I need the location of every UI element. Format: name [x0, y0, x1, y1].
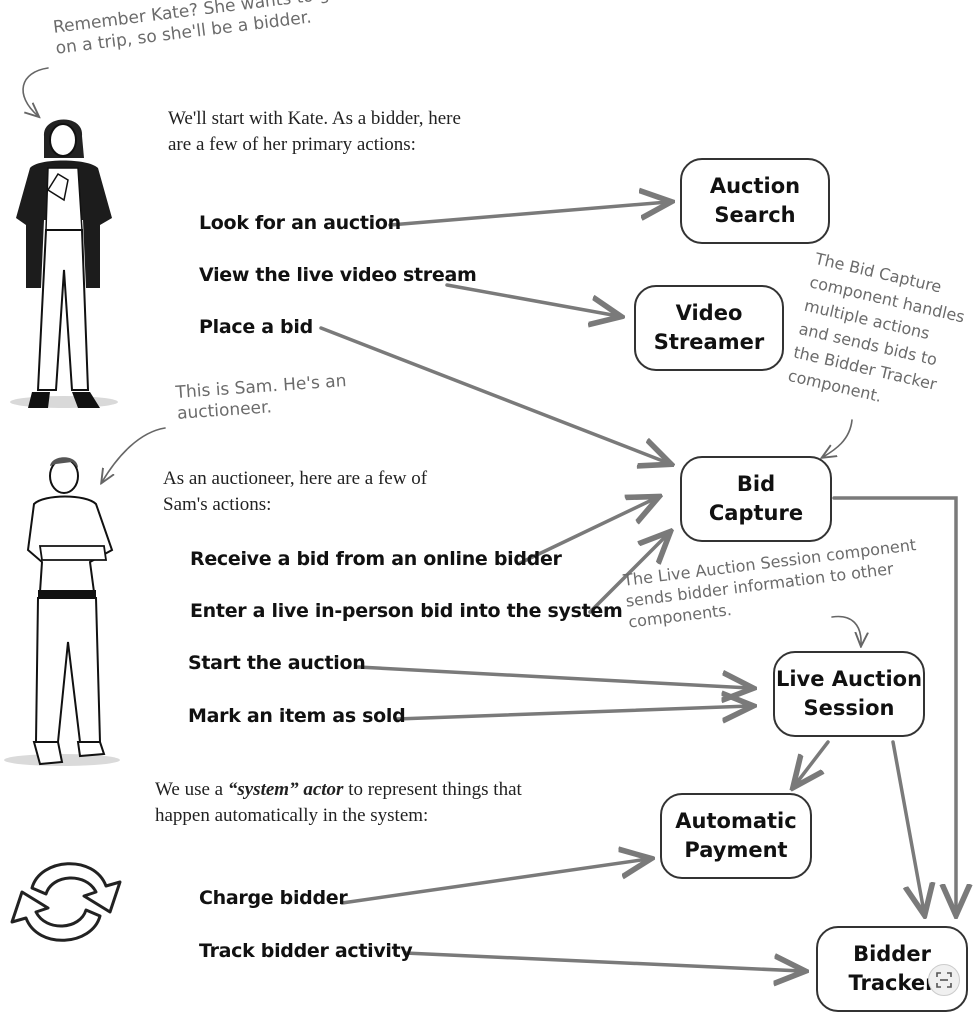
arrow-view-to-streamer	[445, 283, 618, 316]
arrow-session-to-payment	[795, 740, 830, 785]
arrow-enter-to-capture	[588, 534, 668, 614]
arrow-start-to-session	[356, 665, 750, 688]
system-cycle-icon	[10, 862, 122, 942]
action-enter-live-bid: Enter a live in-person bid into the syst…	[190, 600, 623, 622]
action-place-bid: Place a bid	[199, 316, 313, 338]
arrow-mark-to-session	[395, 706, 750, 719]
intro-system-em: “system” actor	[227, 779, 344, 800]
intro-bidder: We'll start with Kate. As a bidder, here…	[168, 108, 461, 155]
action-mark-sold: Mark an item as sold	[188, 705, 406, 727]
action-track-activity: Track bidder activity	[199, 940, 413, 962]
note-arrow-sam	[102, 427, 166, 482]
intro-system: We use a “system” actor to represent thi…	[155, 777, 522, 829]
arrow-charge-to-payment	[340, 859, 648, 905]
arrow-receive-to-capture	[518, 498, 656, 565]
intro-auctioneer: As an auctioneer, here are a few of Sam'…	[163, 468, 428, 515]
action-look-for-auction: Look for an auction	[199, 212, 401, 234]
component-video-streamer: Video Streamer	[634, 285, 784, 371]
intro-system-pre: We use a	[155, 779, 228, 800]
arrow-look-to-search	[388, 202, 668, 227]
action-receive-bid: Receive a bid from an online bidder	[190, 548, 562, 570]
intro-system-post: to represent things that happen automati…	[155, 779, 522, 826]
arrow-track-to-tracker	[403, 951, 802, 971]
component-bid-capture: Bid Capture	[680, 456, 832, 542]
note-arrow-session	[831, 615, 861, 645]
action-start-auction: Start the auction	[188, 652, 366, 674]
sam-figure	[4, 457, 120, 766]
action-charge-bidder: Charge bidder	[199, 887, 348, 909]
arrow-capture-to-tracker	[832, 496, 956, 912]
note-arrow-capture	[823, 419, 853, 457]
component-automatic-payment: Automatic Payment	[660, 793, 812, 879]
component-live-auction-session: Live Auction Session	[773, 651, 925, 737]
note-arrow-kate	[22, 67, 49, 116]
kate-figure	[10, 119, 118, 408]
component-auction-search: Auction Search	[680, 158, 830, 244]
action-view-live-stream: View the live video stream	[199, 264, 477, 286]
arrow-place-to-capture	[319, 326, 668, 463]
arrow-session-to-tracker	[891, 740, 924, 912]
scan-icon[interactable]	[928, 964, 960, 996]
